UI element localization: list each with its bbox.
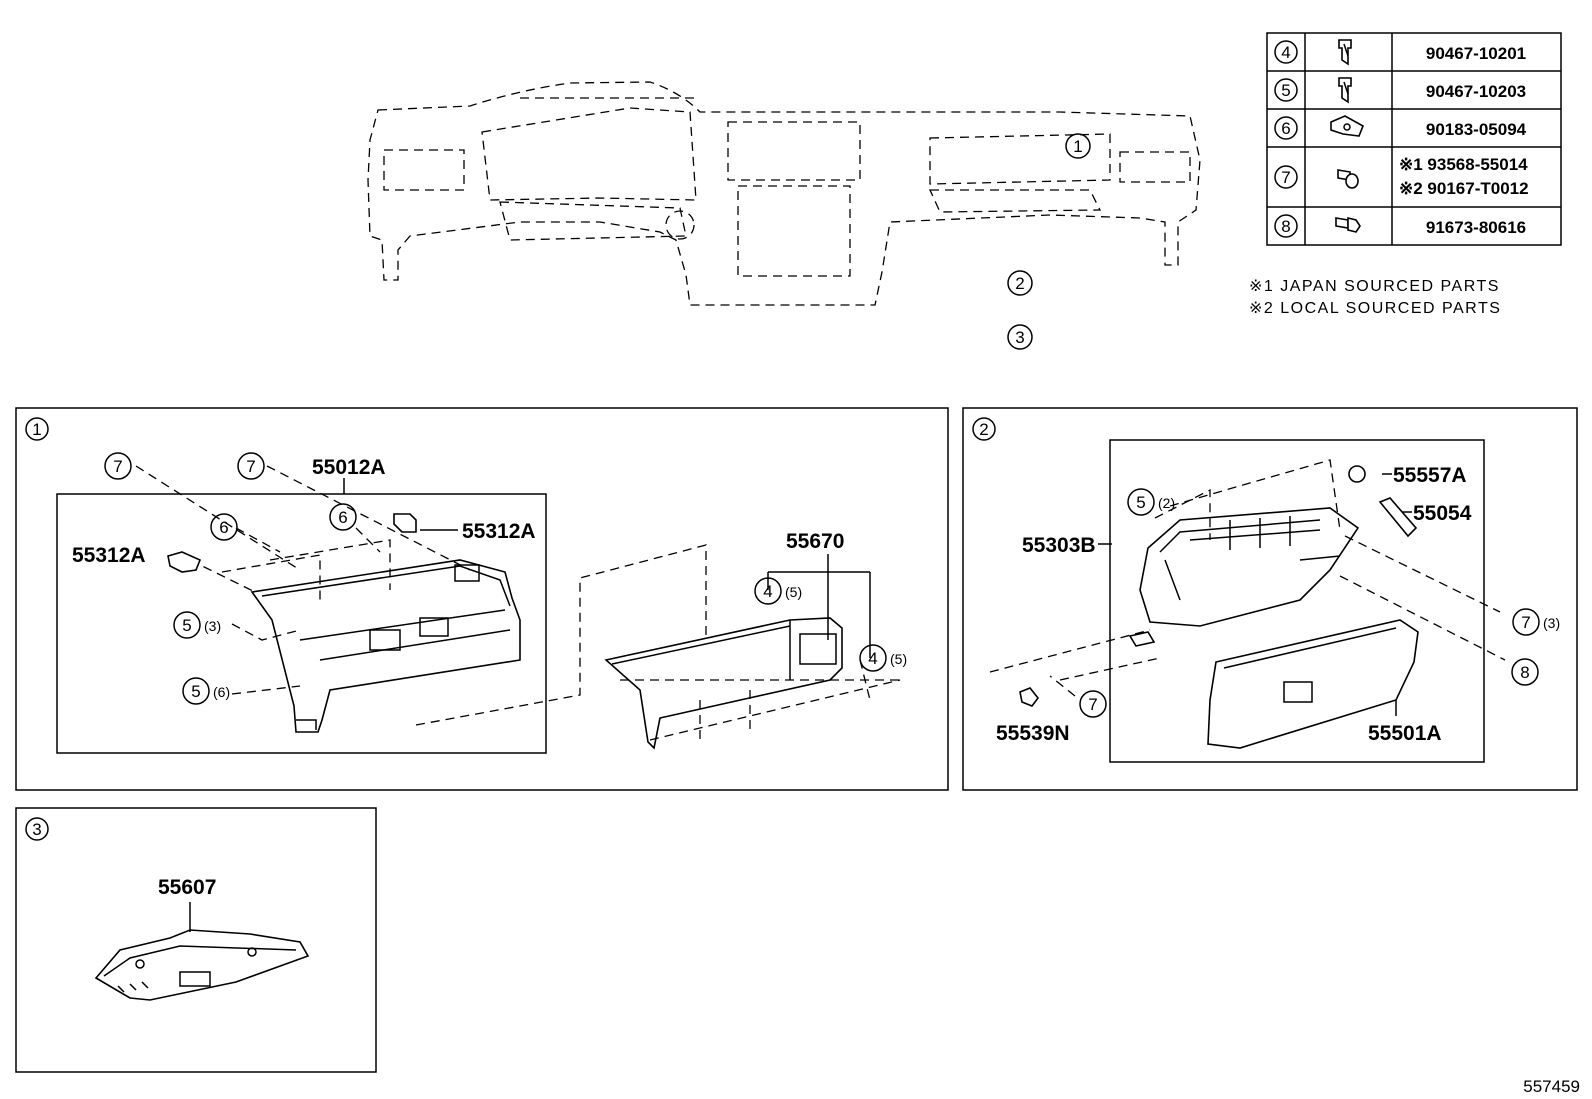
note-local-sourced: ※2 LOCAL SOURCED PARTS (1249, 300, 1501, 317)
legend-part-number: 90467-10203 (1426, 82, 1526, 101)
part-label-55012a: 55012A (312, 456, 386, 479)
part-label-55501a: 55501A (1368, 722, 1442, 745)
part-label-55303b: 55303B (1022, 534, 1096, 557)
overview-callout-2: 2 (1015, 274, 1024, 293)
part-label-55312a: 55312A (72, 544, 146, 567)
lower-cover-55607 (94, 929, 310, 1001)
lower-panel-assy-box (56, 493, 547, 754)
clip-55539n (1019, 687, 1040, 707)
legend-ref: 6 (1281, 119, 1290, 138)
callout-5: 5 (191, 682, 200, 701)
callout-7: 7 (1521, 613, 1530, 632)
part-label-55054: 55054 (1413, 502, 1472, 525)
legend-ref: 4 (1281, 43, 1290, 62)
callout-qty: (6) (213, 684, 230, 700)
callout-6: 6 (219, 518, 228, 537)
overview-callout-3: 3 (1015, 328, 1024, 347)
cushion-55557a (1348, 465, 1366, 483)
legend-part-number: 90467-10201 (1426, 44, 1526, 63)
callout-qty: (3) (204, 618, 221, 634)
hinge-clip (1128, 631, 1156, 647)
legend-row-4: 4 90467-10201 (1274, 39, 1526, 66)
section-1-panel: 1 55012A 55312A 5 5 (15, 407, 949, 791)
callout-8: 8 (1520, 663, 1529, 682)
legend-row-8: 8 91673-80616 (1274, 214, 1526, 238)
part-label-55557a: 55557A (1393, 464, 1467, 487)
callout-6: 6 (338, 508, 347, 527)
legend-row-5: 5 90467-10203 (1274, 77, 1526, 104)
legend-part-number-local: ※2 90167-T0012 (1399, 179, 1529, 198)
legend-part-number-japan: ※1 93568-55014 (1399, 155, 1528, 174)
diagram-id: 557459 (1523, 1077, 1580, 1096)
callout-7: 7 (1088, 695, 1097, 714)
section-2-panel: 2 55557A 55054 (962, 407, 1578, 791)
clip-55312a-left (167, 551, 202, 573)
side-register-panel-55670 (604, 617, 901, 750)
glove-box-assy-box (1109, 439, 1485, 763)
bolt-icon (1335, 216, 1361, 233)
callout-qty: (5) (785, 584, 802, 600)
legend-part-number: 90183-05094 (1426, 120, 1527, 139)
legend-ref: 7 (1281, 168, 1290, 187)
callout-qty: (3) (1543, 615, 1560, 631)
clip-icon (1338, 39, 1352, 66)
legend-ref: 5 (1281, 81, 1290, 100)
part-label-55670: 55670 (786, 530, 844, 553)
note-japan-sourced: ※1 JAPAN SOURCED PARTS (1249, 278, 1500, 295)
section-3-ref: 3 (32, 820, 41, 839)
overview-callout-1: 1 (1073, 137, 1082, 156)
section-1-ref: 1 (32, 420, 41, 439)
callout-7: 7 (113, 457, 122, 476)
screw-icon (1337, 169, 1359, 189)
part-label-55607: 55607 (158, 876, 216, 899)
callout-qty: (2) (1158, 495, 1175, 511)
callout-4: 4 (868, 649, 877, 668)
dashboard-overview (367, 81, 1201, 306)
callout-4: 4 (763, 582, 772, 601)
legend-table: 4 90467-10201 5 90467-10203 6 (1266, 32, 1562, 246)
damper-55054 (1378, 497, 1418, 538)
legend-part-number: 91673-80616 (1426, 218, 1526, 237)
part-label-55539n: 55539N (996, 722, 1070, 745)
nut-icon (1330, 115, 1365, 137)
legend-row-7: 7 ※1 93568-55014 ※2 90167-T0012 (1274, 155, 1529, 198)
legend-row-6: 6 90183-05094 (1274, 115, 1527, 140)
callout-5: 5 (182, 616, 191, 635)
instrument-lower-panel (250, 559, 521, 733)
callout-qty: (5) (890, 651, 907, 667)
clip-icon (1338, 77, 1352, 104)
glove-box-door-frame (1139, 507, 1360, 627)
callout-5: 5 (1136, 493, 1145, 512)
section-3-panel: 3 55607 (15, 807, 377, 1073)
clip-55312a-right (393, 513, 417, 533)
callout-7: 7 (246, 457, 255, 476)
part-label-55312a: 55312A (462, 520, 536, 543)
section-2-ref: 2 (979, 420, 988, 439)
legend-ref: 8 (1281, 217, 1290, 236)
